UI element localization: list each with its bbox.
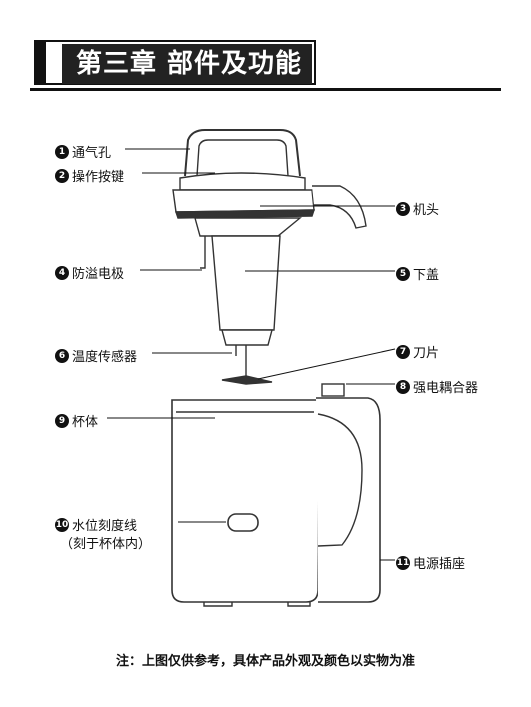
callout-lower-cover: 5 下盖 [396,264,439,283]
callout-label: 强电耦合器 [413,381,479,396]
callout-label: 下盖 [413,268,440,283]
callout-water-level: 10 水位刻度线 [55,515,137,534]
callout-vent-hole: 1 通气孔 [55,142,111,161]
machine-head [172,189,315,213]
callout-power-coupler: 8 强电耦合器 [396,377,478,396]
water-level-mark [227,513,259,532]
callout-jug-body: 9 杯体 [55,411,98,430]
callout-water-level-sublabel: （刻于杯体内） [60,537,152,552]
chapter-header-accent [34,40,46,85]
callout-label: 通气孔 [72,146,112,161]
spout [312,185,367,229]
callout-label: 操作按键 [72,170,125,185]
number-badge: 3 [396,201,410,216]
callout-label: 水位刻度线 [72,519,138,534]
callout-anti-overflow-electrode: 4 防溢电极 [55,263,124,282]
callout-label: 温度传感器 [72,350,138,365]
top-handle [184,129,301,177]
callout-temperature-sensor: 6 温度传感器 [55,346,137,365]
number-badge: 7 [396,344,410,359]
callout-label: 机头 [413,203,440,218]
number-badge: 9 [55,413,69,428]
reference-note: 注：上图仅供参考，具体产品外观及颜色以实物为准 [115,654,415,669]
callout-label: 防溢电极 [72,267,125,282]
number-badge: 1 [55,144,69,159]
callout-control-buttons: 2 操作按键 [55,166,124,185]
callout-label: 电源插座 [413,557,466,572]
jug-handle [316,397,381,603]
number-badge: 4 [55,265,69,280]
callout-label: 刀片 [413,346,440,361]
power-coupler [321,383,345,397]
number-badge: 6 [55,348,69,363]
blade [221,375,273,385]
callout-blade: 7 刀片 [396,342,439,361]
callout-power-socket: 11 电源插座 [396,553,465,572]
machine-head-top [179,172,306,191]
number-badge: 11 [396,555,410,570]
soymilk-maker-diagram [107,129,396,607]
callout-label: 杯体 [72,415,99,430]
anti-overflow-electrode [200,236,206,269]
header-rule [30,88,501,91]
chapter-title: 第三章 部件及功能 [62,44,312,84]
number-badge: 5 [396,266,410,281]
lower-cover [194,217,302,237]
number-badge: 10 [55,517,69,532]
callout-machine-head: 3 机头 [396,199,439,218]
jug-body [171,399,319,603]
number-badge: 2 [55,168,69,183]
number-badge: 8 [396,379,410,394]
